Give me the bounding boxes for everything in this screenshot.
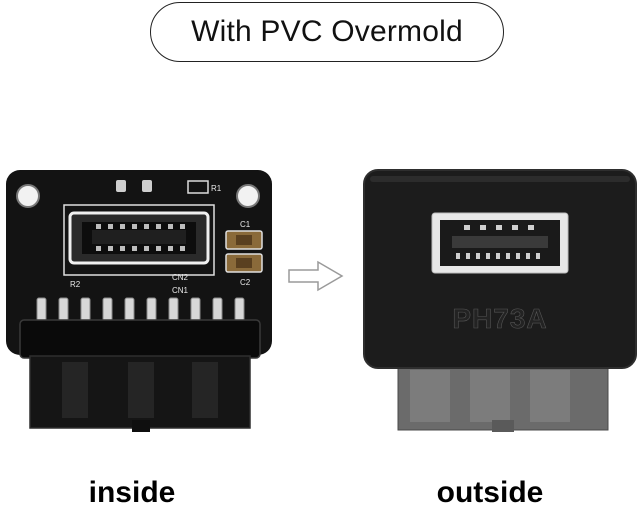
overmold-adapter: PH73A xyxy=(363,169,637,432)
silk-r1: R1 xyxy=(211,184,222,193)
title-pill: With PVC Overmold xyxy=(150,2,504,62)
silk-cn1: CN1 xyxy=(172,286,189,295)
mounting-hole-right xyxy=(236,184,260,208)
caption-inside: inside xyxy=(88,476,176,509)
adapter-marking: PH73A xyxy=(452,303,547,334)
silk-cn2: CN2 xyxy=(172,273,189,282)
arrow-right-icon xyxy=(288,260,344,292)
caption-outside: outside xyxy=(436,476,544,509)
silk-c1: C1 xyxy=(240,220,251,229)
pcb-board: R1 C1 C2 R2 CN1 CN2 xyxy=(6,170,272,432)
silk-c2: C2 xyxy=(240,278,251,287)
title-text: With PVC Overmold xyxy=(191,15,463,48)
silk-r2: R2 xyxy=(70,280,81,289)
mounting-hole-left xyxy=(16,184,40,208)
